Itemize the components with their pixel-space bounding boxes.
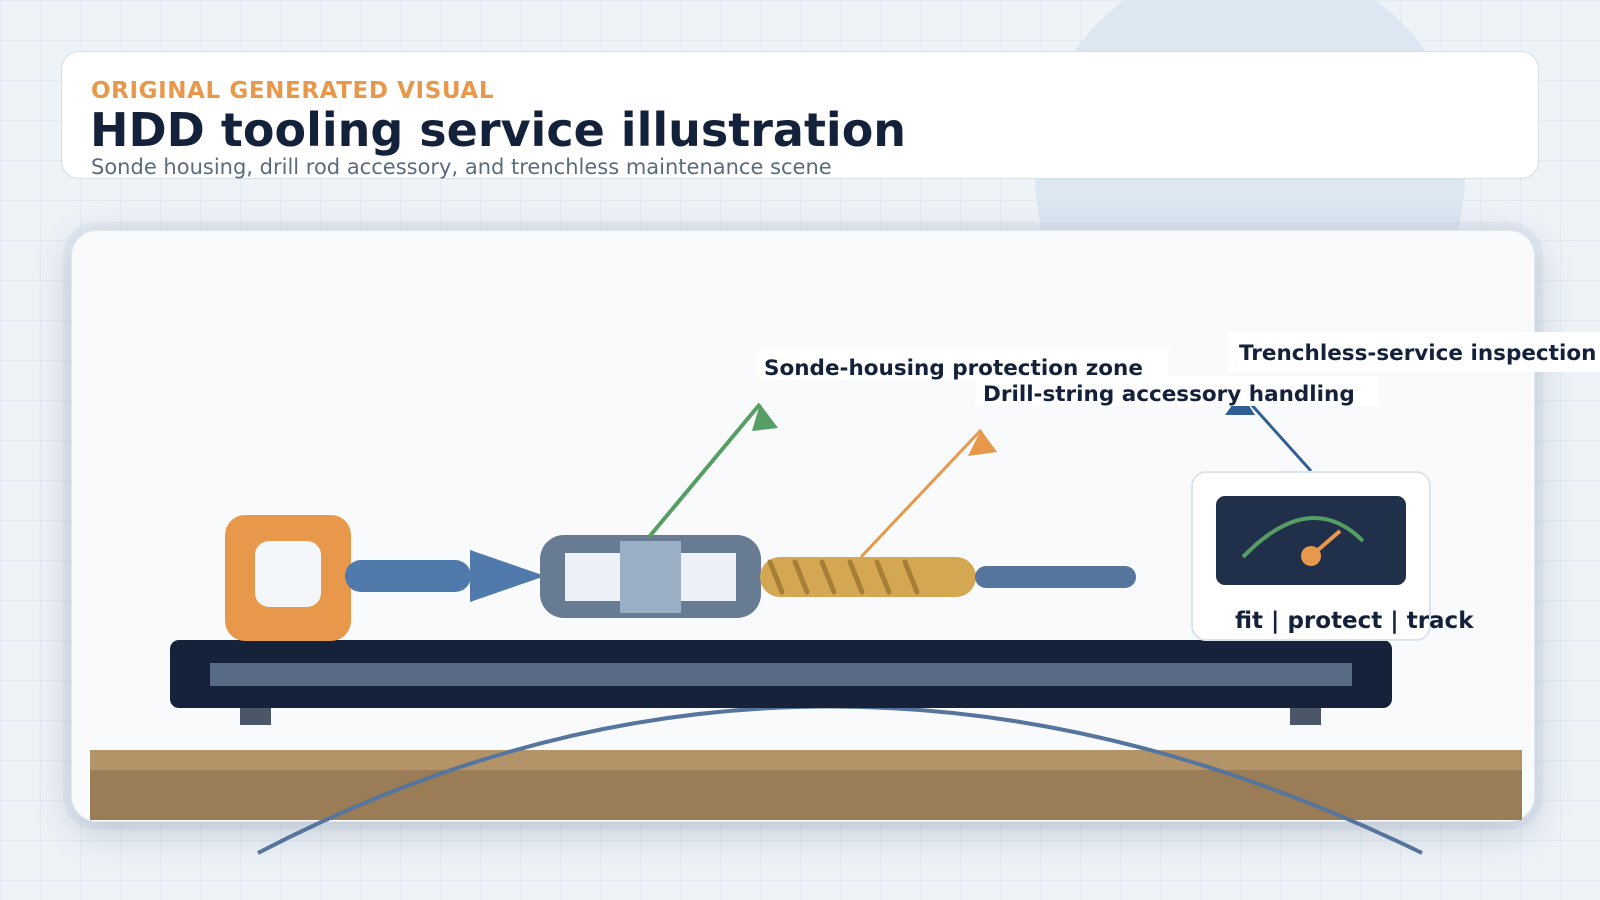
- ground-soil: [90, 770, 1522, 820]
- header-card: ORIGINAL GENERATED VISUAL HDD tooling se…: [61, 51, 1539, 179]
- inspection-card: fit | protect | track: [1191, 471, 1474, 641]
- callout-drill-pointer: [859, 428, 997, 559]
- callout-sonde-pointer: [647, 402, 778, 539]
- rack-beam-inset: [210, 663, 1352, 686]
- gauge-icon: [1216, 496, 1406, 585]
- header-kicker: ORIGINAL GENERATED VISUAL: [91, 78, 495, 104]
- rod-tail: [975, 566, 1136, 588]
- callout-inspection-bg: [1228, 332, 1600, 372]
- drill-rack: [170, 640, 1392, 725]
- gauge-caption: fit | protect | track: [1235, 608, 1474, 634]
- callout-drill-label: Drill-string accessory handling: [983, 382, 1355, 407]
- sonde-housing-icon: [540, 535, 761, 618]
- callout-drill-bg: [975, 376, 1378, 406]
- callout-sonde-bg: [757, 350, 1169, 380]
- rack-foot-right: [1290, 705, 1321, 725]
- ground: [90, 750, 1522, 820]
- page-subtitle: Sonde housing, drill rod accessory, and …: [91, 155, 832, 179]
- page-title: HDD tooling service illustration: [90, 103, 907, 157]
- arrow-icon: [345, 550, 545, 602]
- orange-square-coupler-icon: [225, 515, 351, 641]
- rack-foot-left: [240, 705, 271, 725]
- callout-inspection-label: Trenchless-service inspection: [1239, 341, 1596, 366]
- ground-topsoil: [90, 750, 1522, 770]
- callout-sonde-label: Sonde-housing protection zone: [764, 356, 1143, 381]
- threaded-rod-icon: [760, 557, 1136, 597]
